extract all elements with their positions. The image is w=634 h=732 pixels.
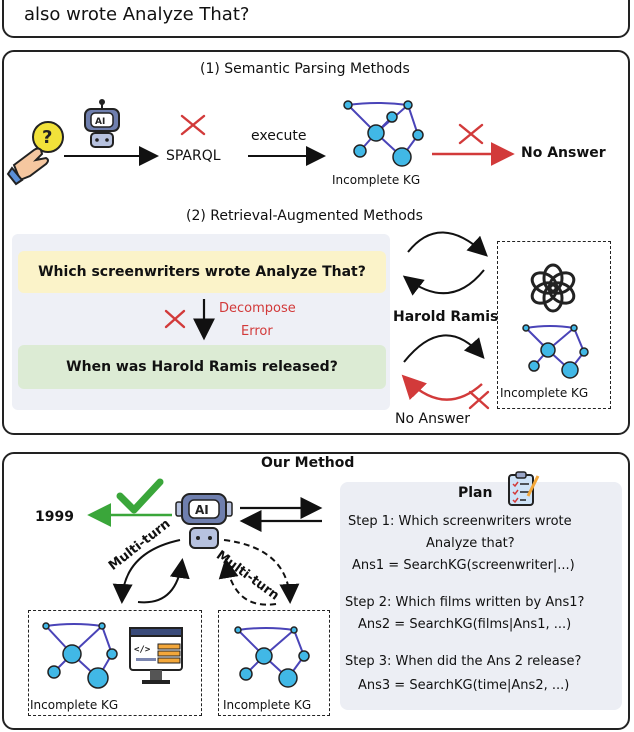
- plan-ans3: Ans3 = SearchKG(time|Ans2, ...): [358, 678, 570, 693]
- fail-x-icon: [458, 123, 484, 145]
- clipboard-icon: [508, 471, 540, 506]
- kg-right-label: Incomplete KG: [223, 698, 312, 712]
- svg-text:?: ?: [42, 127, 52, 148]
- plan-ans1: Ans1 = SearchKG(screenwriter|...): [352, 558, 575, 573]
- plan-step2: Step 2: Which films written by Ans1?: [345, 595, 585, 610]
- final-answer-label: 1999: [35, 509, 74, 525]
- decompose-error-line2: Error: [241, 324, 273, 339]
- kg-label: Incomplete KG: [332, 173, 421, 187]
- question-box-2: When was Harold Ramis released?: [18, 345, 386, 389]
- kg-tool-box-left: [28, 610, 202, 716]
- llm-kg-box: [497, 241, 611, 409]
- our-method-title: Our Method: [261, 455, 355, 471]
- semantic-parsing-title: (1) Semantic Parsing Methods: [200, 61, 410, 77]
- question-text: also wrote Analyze That?: [24, 4, 250, 25]
- harold-ramis-label: Harold Ramis: [393, 309, 499, 325]
- kg-label: Incomplete KG: [500, 386, 589, 400]
- question-panel: also wrote Analyze That?: [2, 0, 630, 38]
- kg-tool-box-right: [218, 610, 330, 716]
- no-answer-label: No Answer: [521, 145, 606, 161]
- llm-logo-icon: [530, 263, 576, 313]
- decompose-error-line1: Decompose: [219, 301, 296, 316]
- knowledge-graph-icon: [343, 100, 424, 167]
- robot-icon: AI: [84, 99, 120, 148]
- robot-icon: AI: [175, 493, 233, 549]
- plan-step1-line1: Step 1: Which screenwriters wrote: [348, 514, 572, 529]
- svg-text:AI: AI: [95, 117, 105, 127]
- svg-text:AI: AI: [195, 503, 209, 517]
- plan-ans2: Ans2 = SearchKG(films|Ans1, ...): [358, 617, 572, 632]
- retrieval-augmented-title: (2) Retrieval-Augmented Methods: [186, 208, 423, 224]
- checkmark-icon: [116, 478, 164, 514]
- kg-left-label: Incomplete KG: [30, 698, 119, 712]
- sparql-label: SPARQL: [166, 148, 221, 164]
- question-hand-icon: ?: [6, 121, 64, 186]
- plan-title: Plan: [458, 485, 493, 501]
- plan-box: [340, 482, 622, 710]
- svg-text:</>: </>: [134, 645, 151, 655]
- fail-x-icon: [180, 114, 206, 136]
- fail-x-icon: [468, 390, 490, 410]
- question-box-1: Which screenwriters wrote Analyze That?: [18, 251, 386, 293]
- knowledge-graph-icon: [42, 622, 118, 689]
- execute-label: execute: [251, 128, 307, 144]
- plan-step3: Step 3: When did the Ans 2 release?: [345, 654, 582, 669]
- fail-x-icon: [164, 309, 186, 329]
- code-monitor-icon: </>: [129, 627, 183, 684]
- knowledge-graph-icon: [522, 324, 589, 379]
- knowledge-graph-icon: [234, 626, 310, 688]
- no-answer-label: No Answer: [395, 411, 471, 427]
- plan-step1-line2: Analyze that?: [426, 536, 515, 551]
